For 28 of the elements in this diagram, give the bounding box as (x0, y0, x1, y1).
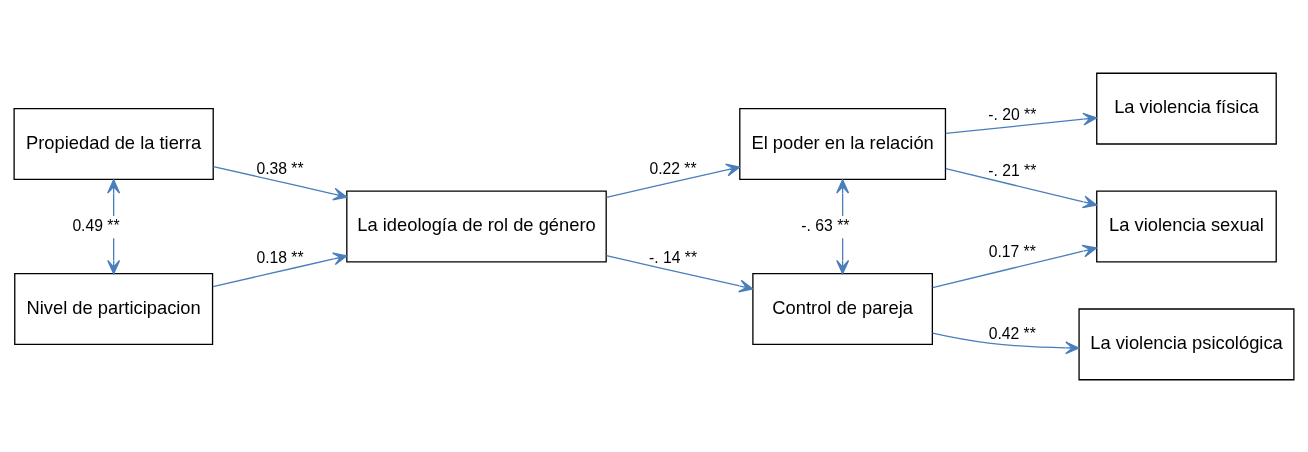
edge-label: 0.22 ** (649, 159, 697, 177)
node-box: Control de pareja (752, 272, 933, 345)
node-box: La violencia física (1096, 72, 1277, 145)
arrow (212, 165, 348, 201)
arrow (212, 251, 348, 287)
edge-label: -. 14 ** (648, 248, 697, 266)
arrow (945, 112, 1098, 134)
arrow (605, 254, 754, 292)
node-box: La violencia sexual (1096, 189, 1277, 263)
arrow (107, 178, 121, 274)
arrow (605, 163, 741, 198)
edge-label: -. 21 ** (988, 161, 1037, 179)
edge-label: 0.49 ** (72, 216, 120, 234)
arrow (945, 167, 1098, 208)
node-box: La ideología de rol de género (346, 189, 607, 263)
node-box: El poder en la relación (739, 107, 947, 180)
edge-label: 0.18 ** (256, 248, 304, 266)
edge-label: 0.42 ** (988, 324, 1036, 342)
arrow (931, 332, 1080, 354)
arrow (932, 244, 1097, 288)
arrow (836, 178, 850, 274)
edge-label: -. 63 ** (801, 216, 850, 234)
edge-label: 0.17 ** (988, 242, 1036, 260)
node-box: Nivel de participacion (14, 272, 214, 345)
edge-label: 0.38 ** (256, 159, 304, 177)
node-box: La violencia psicológica (1078, 307, 1295, 380)
edge-label: -. 20 ** (988, 105, 1037, 123)
node-box: Propiedad de la tierra (13, 107, 214, 180)
